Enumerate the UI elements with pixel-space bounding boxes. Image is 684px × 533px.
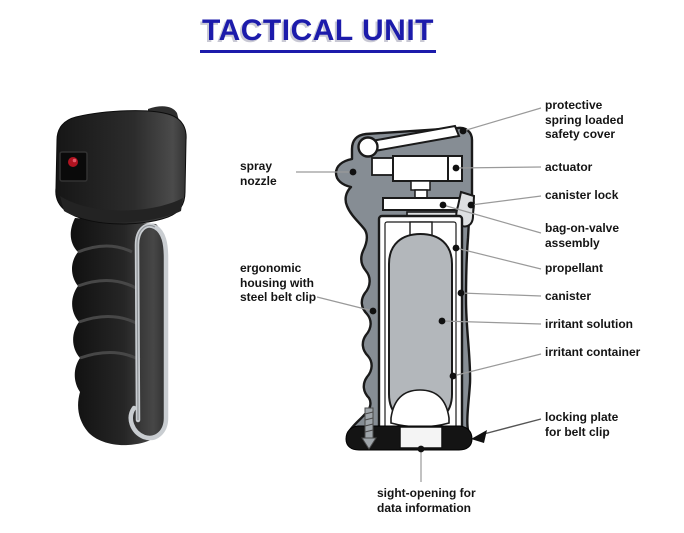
device-collar [60,196,183,223]
label-sight-opening: sight-opening for data information [377,486,476,515]
belt-clip-shade [136,224,156,421]
label-bag-on-valve: bag-on-valve assembly [545,221,620,250]
device-photo [55,106,187,446]
label-irritant-container: irritant container [545,345,641,359]
page-title-text: TACTICAL UNIT [199,14,437,53]
callout-dots [349,127,475,453]
label-irritant-solution: irritant solution [545,317,633,331]
sight-opening-window [399,426,443,449]
label-safety-cover: protective spring loaded safety cover [545,98,624,141]
nozzle-highlight [72,158,77,163]
screw [361,407,377,450]
finger-ridge [78,315,139,326]
device-grip [70,218,168,446]
label-spray-nozzle: spray nozzle [240,159,277,188]
label-canister-lock: canister lock [545,188,619,202]
label-propellant: propellant [545,261,604,275]
leader-lines [296,107,542,482]
nozzle-red-dot [68,157,78,167]
locking-plate-arrow [471,418,542,443]
label-canister: canister [545,289,592,303]
label-actuator: actuator [545,160,593,174]
finger-ridge [77,244,133,254]
label-ergonomic-housing: ergonomic housing with steel belt clip [240,261,317,304]
page-title: TACTICAL UNIT [192,14,444,53]
cross-section-diagram [296,107,542,482]
finger-ridge [77,279,137,290]
label-locking-plate: locking plate for belt clip [545,410,619,439]
safety-cover-lever [357,124,461,158]
